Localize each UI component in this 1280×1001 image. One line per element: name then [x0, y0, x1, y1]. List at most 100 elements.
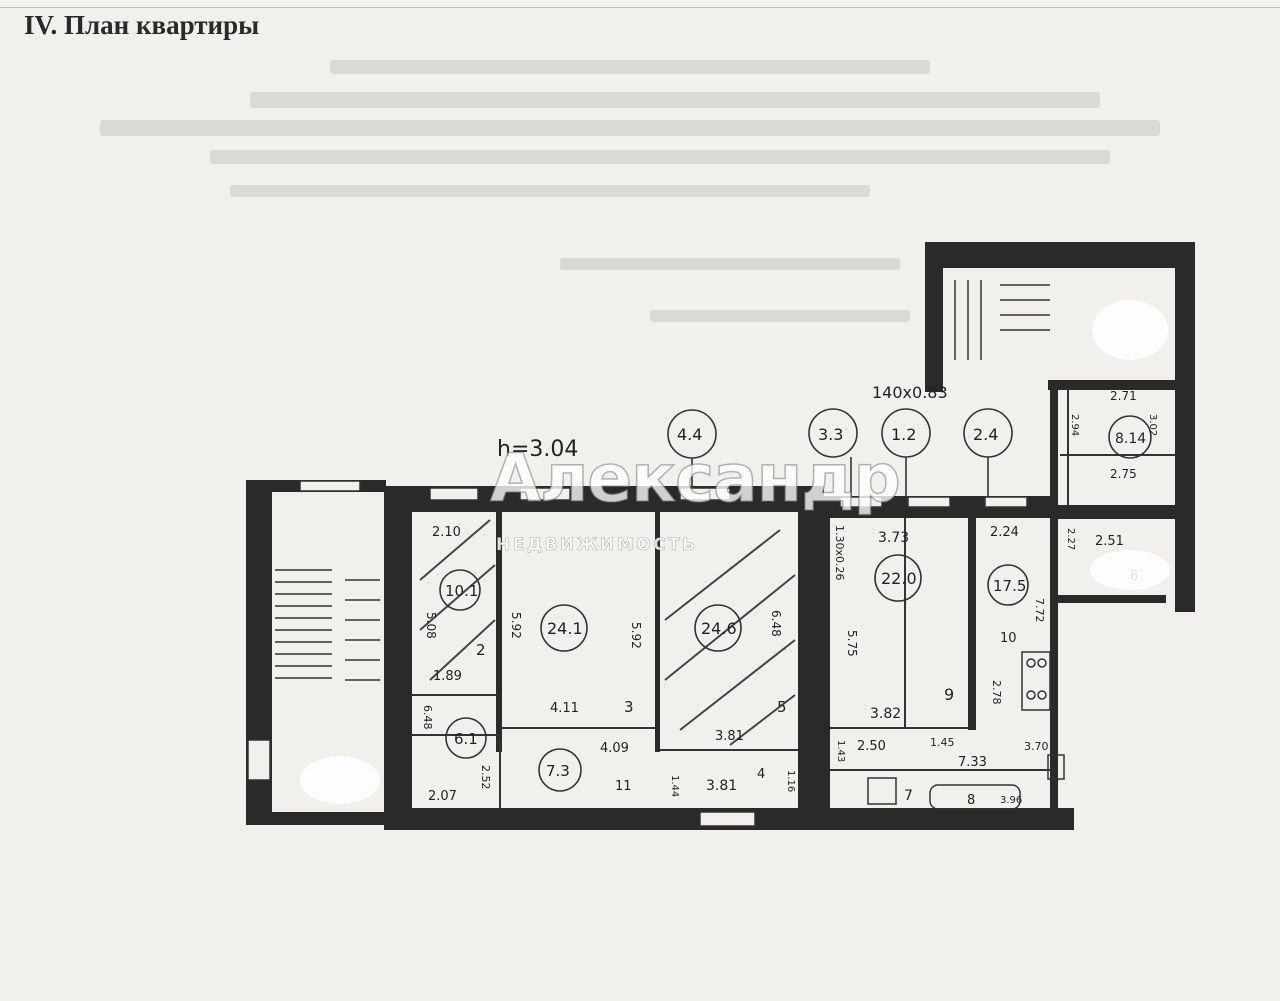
- dimension: 2.78: [990, 680, 1003, 705]
- dimension: 7.72: [1033, 598, 1046, 623]
- dimension: 2.24: [990, 525, 1019, 540]
- hatch: [419, 564, 496, 631]
- window-note: 140x0.83: [872, 383, 948, 402]
- window: [699, 811, 756, 827]
- dimension: 5.92: [509, 612, 523, 639]
- watermark-tagline: НЕДВИЖИМОСТЬ: [496, 535, 698, 556]
- window: [429, 487, 479, 501]
- room-number: 9: [944, 685, 954, 704]
- wall: [246, 812, 386, 825]
- wall: [798, 512, 830, 812]
- show-through-line: [250, 92, 1100, 108]
- dimension: 1.44: [669, 775, 680, 797]
- dimension: 7.33: [958, 755, 987, 770]
- burner: [1037, 658, 1047, 668]
- area-circle: [439, 569, 481, 611]
- wall: [1050, 390, 1058, 830]
- wall: [925, 242, 1195, 268]
- wall: [384, 486, 412, 828]
- dimension: 3.81: [706, 778, 737, 794]
- room-area: 24.6: [701, 619, 737, 638]
- room-area: 10.1: [445, 582, 478, 600]
- toilet-icon: [867, 777, 897, 805]
- dimension: 3.82: [870, 706, 901, 722]
- show-through-line: [230, 185, 870, 197]
- stove-icon: [1021, 651, 1051, 711]
- balcony-area: 1.2: [891, 425, 916, 444]
- dimension: 4.09: [600, 741, 629, 756]
- dimension: 5.75: [845, 630, 859, 657]
- hatch: [664, 529, 781, 621]
- area-circle: [540, 604, 588, 652]
- wall: [925, 242, 943, 392]
- hatch: [429, 619, 496, 681]
- show-through-line: [650, 310, 910, 322]
- sink-icon: [1047, 754, 1065, 780]
- room-area: 17.5: [993, 577, 1026, 595]
- dimension: 3.73: [878, 530, 909, 546]
- room-area: 8.14: [1115, 431, 1146, 447]
- burner: [1037, 690, 1047, 700]
- hatch: [679, 639, 796, 731]
- show-through-line: [100, 120, 1160, 136]
- dimension: 2.27: [1065, 528, 1076, 550]
- window: [519, 487, 571, 501]
- area-circle: [538, 748, 582, 792]
- room-area: 7.3: [546, 762, 570, 780]
- hatch: [419, 519, 491, 581]
- dimension: 2.52: [479, 765, 492, 790]
- redaction-blob: [1092, 300, 1168, 360]
- area-circle: [808, 408, 858, 458]
- watermark-brand: Александр: [489, 439, 901, 518]
- top-rule: [0, 7, 1280, 8]
- dimension: 3.81: [715, 729, 744, 744]
- hatch: [664, 574, 796, 681]
- burner: [1026, 658, 1036, 668]
- window: [299, 480, 361, 492]
- dimension: 2.51: [1095, 534, 1124, 549]
- dimension: 4.11: [550, 701, 579, 716]
- window: [839, 496, 883, 508]
- wall: [655, 512, 660, 752]
- dimension: 2.75: [1110, 467, 1137, 481]
- room-number: 10: [1000, 631, 1017, 646]
- room-number: 7: [904, 788, 913, 804]
- balcony-area: 3.3: [818, 425, 843, 444]
- dimension: 6.48: [421, 705, 434, 730]
- area-circle: [445, 717, 487, 759]
- dimension: 5.08: [424, 612, 438, 639]
- wall-note: 1.30x0.26: [833, 525, 846, 581]
- wall: [1048, 380, 1195, 390]
- show-through-line: [210, 150, 1110, 164]
- balcony-area: 4.4: [677, 425, 702, 444]
- burner: [1026, 690, 1036, 700]
- room-number: 5: [777, 698, 787, 716]
- window: [679, 487, 731, 501]
- wall: [1175, 242, 1195, 612]
- dimension: 5.92: [629, 622, 643, 649]
- room-number: 4: [757, 767, 765, 782]
- show-through-line: [330, 60, 930, 74]
- dimension: 2.10: [432, 525, 461, 540]
- redaction-blob: [300, 756, 380, 804]
- room-area: 6.1: [454, 730, 478, 748]
- area-circle: [987, 564, 1029, 606]
- dimension: 3.70: [1024, 740, 1049, 753]
- dimension: 2.94: [1069, 414, 1080, 436]
- room-number: 3: [624, 698, 634, 716]
- window: [247, 739, 271, 781]
- wall: [968, 518, 976, 730]
- room-number: 11: [615, 779, 632, 794]
- hatch: [729, 694, 796, 746]
- room-area: 24.1: [547, 619, 583, 638]
- dimension: 3.96: [1000, 795, 1022, 806]
- dimension: 1.43: [835, 740, 846, 762]
- dimension: 2.07: [428, 789, 457, 804]
- dimension: 3.02: [1147, 414, 1158, 436]
- wall: [1056, 595, 1166, 603]
- dimension: 6.48: [769, 610, 783, 637]
- dimension: 1.45: [930, 736, 955, 749]
- area-circle: [874, 554, 922, 602]
- balcony-area: 2.4: [973, 425, 998, 444]
